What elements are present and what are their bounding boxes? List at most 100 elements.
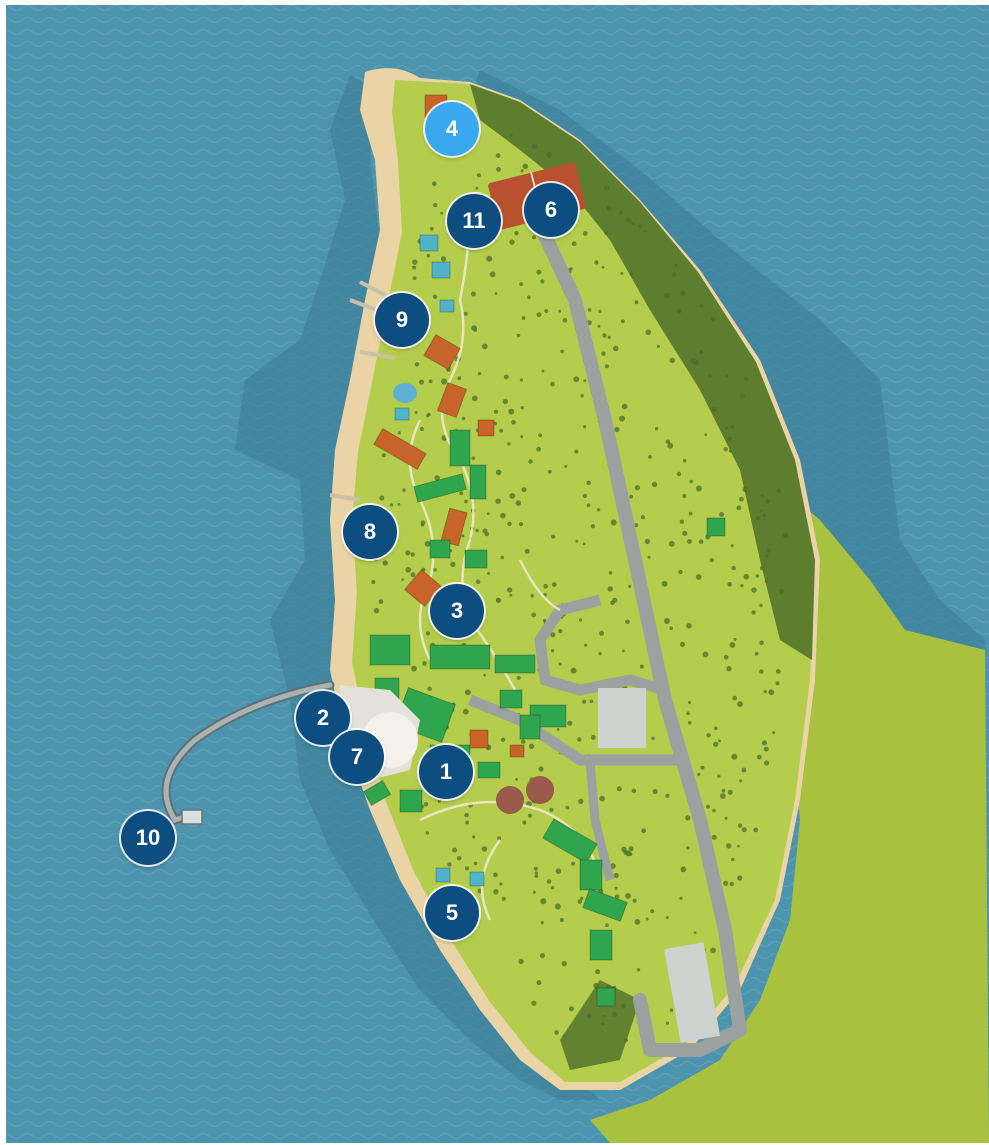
tree <box>621 319 625 324</box>
building <box>369 634 411 666</box>
tree <box>710 316 716 322</box>
tree <box>665 439 671 444</box>
tree <box>472 835 476 839</box>
tree <box>634 919 641 925</box>
tree <box>599 630 605 636</box>
tree <box>652 788 658 795</box>
tree <box>620 271 624 275</box>
tree <box>518 522 524 527</box>
tree <box>625 893 631 899</box>
tree <box>759 640 764 646</box>
map-marker-7[interactable]: 7 <box>330 730 384 784</box>
tree <box>590 524 596 529</box>
tree <box>550 649 555 653</box>
tree <box>682 458 687 463</box>
tree <box>730 544 734 548</box>
tree <box>726 843 732 849</box>
tree <box>623 1037 628 1043</box>
tree <box>686 711 690 716</box>
tree <box>559 917 565 923</box>
tree <box>378 599 384 604</box>
map-marker-5[interactable]: 5 <box>425 886 479 940</box>
tree <box>567 720 573 726</box>
map-marker-1[interactable]: 1 <box>419 745 473 799</box>
tree <box>711 834 717 840</box>
tree <box>634 523 639 528</box>
tree <box>558 629 563 634</box>
tree <box>432 294 438 299</box>
map-marker-10[interactable]: 10 <box>121 811 175 865</box>
tree <box>756 754 762 760</box>
map-marker-6[interactable]: 6 <box>524 183 578 237</box>
tree <box>619 415 625 422</box>
tree <box>759 565 765 571</box>
tree <box>571 861 576 866</box>
map-marker-4[interactable]: 4 <box>425 102 479 156</box>
map-marker-9[interactable]: 9 <box>375 293 429 347</box>
tree <box>764 580 768 584</box>
tree <box>709 557 714 563</box>
tree <box>531 1000 537 1006</box>
tree <box>373 607 380 614</box>
tree <box>599 795 605 802</box>
tree <box>582 493 587 499</box>
tree <box>634 485 641 491</box>
map-marker-3[interactable]: 3 <box>430 584 484 638</box>
tree <box>475 579 481 584</box>
tree <box>580 896 584 900</box>
tree <box>414 362 420 367</box>
tree <box>496 167 501 172</box>
tree <box>759 603 763 608</box>
tree <box>507 521 512 527</box>
tree <box>690 357 697 364</box>
tree <box>768 689 775 696</box>
tree <box>764 760 770 766</box>
tree <box>682 494 687 498</box>
map-marker-8[interactable]: 8 <box>343 505 397 559</box>
tree <box>578 798 584 804</box>
building <box>362 779 392 807</box>
tree <box>428 379 433 384</box>
tree <box>721 788 726 793</box>
tree <box>650 909 655 914</box>
tree <box>674 263 678 267</box>
tree <box>686 623 692 629</box>
tree <box>628 846 634 852</box>
tree <box>532 143 538 150</box>
tree <box>558 309 562 313</box>
tree <box>665 916 669 920</box>
tree <box>499 882 503 886</box>
tree <box>621 846 627 852</box>
tree <box>507 442 511 446</box>
tree <box>739 496 744 502</box>
map-marker-11[interactable]: 11 <box>447 194 501 248</box>
building <box>435 867 451 883</box>
tree <box>767 548 772 553</box>
tree <box>569 1006 574 1012</box>
tree <box>495 153 501 159</box>
tree <box>412 265 417 270</box>
tree <box>532 890 536 894</box>
building <box>464 549 488 569</box>
building <box>394 407 410 421</box>
tree <box>562 318 568 323</box>
tree <box>433 568 437 572</box>
tree <box>687 539 692 544</box>
tree <box>452 847 457 853</box>
tree <box>562 1034 566 1038</box>
tree <box>668 540 675 547</box>
tree <box>519 378 524 382</box>
tree <box>575 539 579 543</box>
building <box>423 333 461 371</box>
tree <box>601 265 605 269</box>
tree <box>483 673 486 677</box>
tree <box>647 555 651 559</box>
building <box>449 429 471 467</box>
tree <box>420 427 424 431</box>
tree <box>471 456 476 461</box>
tree <box>550 381 555 387</box>
tree <box>753 827 759 833</box>
tree <box>755 574 760 578</box>
tree <box>695 485 702 492</box>
tree <box>763 746 769 752</box>
